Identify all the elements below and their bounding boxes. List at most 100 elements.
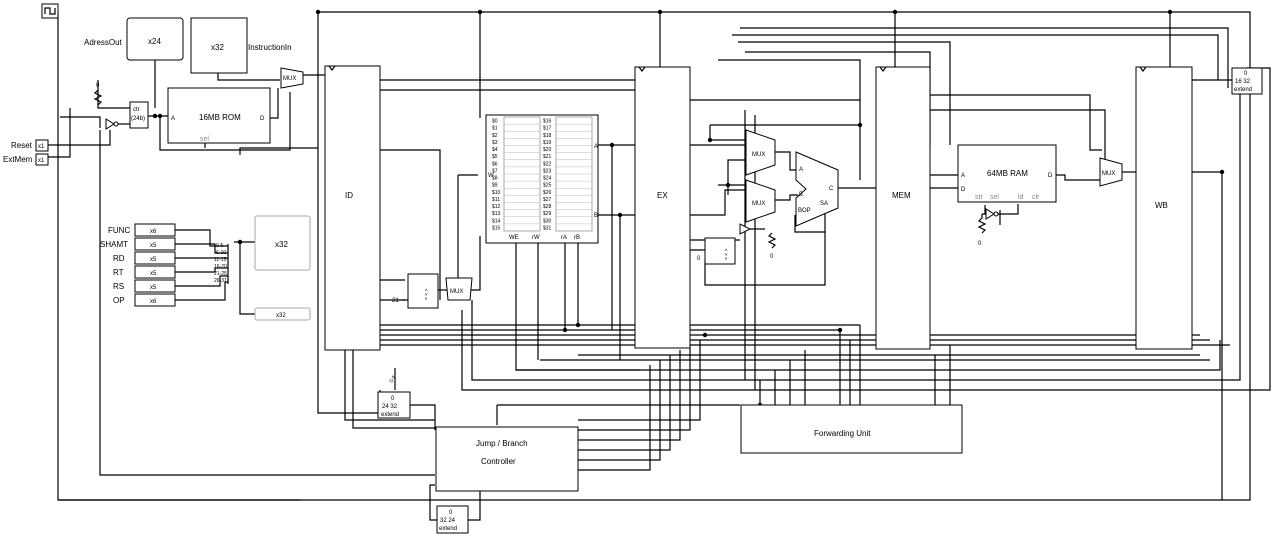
ex-mux-b-label: MUX [752, 201, 765, 207]
splitter-bits-1: 6-10 [216, 250, 226, 256]
extender-16-32-value: 0 [1244, 71, 1248, 77]
ex-buffer [739, 223, 752, 235]
ram-not-gate [985, 204, 1019, 220]
split-out-bottom: x32 [254, 307, 311, 321]
regfile-left-labels: $0$1$2$3$4$5$6$7$8$9$10$11$12$13$14$15 [492, 119, 501, 232]
ram-sel: sel [990, 194, 999, 201]
extender-32-24-label: extend [439, 526, 457, 532]
const-zero-resistor: 0 [93, 83, 103, 106]
forwarding-unit-label: Forwarding Unit [814, 429, 871, 438]
not-gate [105, 118, 119, 130]
splitter: 0-5 6-10 11-15 16-20 21-25 26-31 [214, 243, 227, 284]
regfile-reg-label: $0 [492, 119, 498, 125]
rom: 16MB ROM A D sel [167, 87, 271, 144]
ram-label: 64MB RAM [987, 169, 1028, 178]
field-pins: FUNC x6 SHAMT x5 RD x5 RT x5 RS x5 OP x6 [100, 223, 176, 307]
regfile-ra: rA [561, 235, 567, 241]
ram-port-d-out: D [1048, 173, 1053, 179]
wb-stage-label: WB [1155, 201, 1168, 210]
regfile-we: WE [509, 235, 519, 241]
func-width: x6 [150, 229, 157, 235]
extender-16-32-label: extend [1234, 87, 1252, 93]
id-comparator: = < > [407, 273, 439, 309]
split-out-bottom-width: x32 [276, 313, 286, 319]
counter-label: ctr [133, 107, 140, 113]
regfile-reg-label: $22 [543, 161, 552, 167]
regfile-right-labels: $16$17$18$19$20$21$22$23$24$25$26$27$28$… [543, 119, 552, 232]
const-21: 21 [392, 298, 408, 304]
controller-line1: Jump / Branch [476, 439, 528, 448]
regfile-reg-label: $12 [492, 204, 501, 210]
regfile-reg-label: $6 [492, 161, 498, 167]
ex-comparator-zero: 0 [697, 256, 701, 262]
adress-out-label: AdressOut [84, 38, 123, 47]
rs-width: x5 [150, 285, 157, 291]
regfile-reg-label: $7 [492, 168, 498, 174]
reset-pin[interactable]: Reset x1 [11, 139, 49, 152]
extender-24-32-label: extend [381, 412, 399, 418]
regfile-grid [504, 123, 592, 225]
ram-pulldown: 0 [977, 214, 987, 247]
ex-pulldown: 0 [767, 232, 777, 260]
regfile-reg-label: $1 [492, 126, 498, 132]
svg-text:= < >: = < > [724, 248, 730, 260]
const-21-label: 21 [392, 298, 399, 304]
extmem-width: x1 [38, 158, 45, 164]
rt-width: x5 [150, 271, 157, 277]
regfile-reg-label: $19 [543, 140, 552, 146]
regfile-reg-label: $14 [492, 218, 501, 224]
const-zero-label: 0 [96, 83, 100, 89]
extender-24-32-bits: 24 32 [382, 404, 398, 410]
instr-mux: MUX [280, 67, 304, 89]
extender-16-32-bits: 16 32 [1235, 79, 1251, 85]
wires [48, 11, 1271, 521]
extmem-pin[interactable]: ExtMem x1 [3, 153, 49, 166]
counter: ctr (24b) [129, 101, 149, 129]
svg-text:= < >: = < > [424, 288, 430, 300]
alu-bop: BOP [798, 208, 811, 214]
ram-clr: clr [1032, 194, 1040, 201]
op-label: OP [113, 296, 125, 305]
extmem-label: ExtMem [3, 155, 33, 164]
extender-32-24: 0 32 24 extend [436, 505, 469, 534]
regfile-port-b: B [594, 213, 598, 219]
regfile-reg-label: $3 [492, 140, 498, 146]
rd-width: x5 [150, 257, 157, 263]
extender-16-32: 0 16 32 extend [1231, 67, 1263, 95]
rd-label: RD [113, 254, 125, 263]
reset-label: Reset [11, 141, 33, 150]
splitter-bits-2: 11-15 [214, 257, 227, 263]
wb-mux-label: MUX [1102, 171, 1115, 177]
id-mux-label: MUX [450, 289, 463, 295]
regfile-reg-label: $26 [543, 190, 552, 196]
ex-mux-b: MUX [745, 179, 776, 223]
small-splitter: 0-4 [389, 375, 398, 384]
clock-input[interactable] [41, 3, 59, 19]
regfile-reg-label: $21 [543, 154, 552, 160]
splitter-bits-0: 0-5 [216, 243, 223, 249]
ram-port-a: A [961, 173, 965, 179]
regfile-reg-label: $17 [543, 126, 552, 132]
regfile-reg-label: $31 [543, 225, 552, 231]
ex-mux-a: MUX [745, 129, 776, 176]
regfile-reg-label: $8 [492, 176, 498, 182]
mem-stage: MEM [875, 66, 931, 350]
ex-stage: EX [634, 66, 691, 349]
rom-label: 16MB ROM [199, 113, 241, 122]
op-width: x6 [150, 299, 157, 305]
instruction-in-pin[interactable]: x32 InstructionIn [190, 17, 292, 74]
regfile-reg-label: $11 [492, 197, 500, 203]
alu: A B BOP C SA [795, 151, 839, 227]
splitter-bits-4: 21-25 [214, 271, 227, 277]
id-stage-label: ID [345, 191, 353, 200]
regfile-reg-label: $24 [543, 176, 552, 182]
splitter-bits-5: 26-31 [214, 278, 227, 284]
regfile-reg-label: $30 [543, 218, 552, 224]
wb-stage: WB [1135, 66, 1193, 350]
ex-comparator: 0 = < > [697, 237, 736, 265]
extender-24-32-value: 0 [391, 396, 395, 402]
shamt-label: SHAMT [100, 240, 128, 249]
alu-sa: SA [820, 201, 828, 207]
regfile-port-w: W [488, 173, 494, 179]
